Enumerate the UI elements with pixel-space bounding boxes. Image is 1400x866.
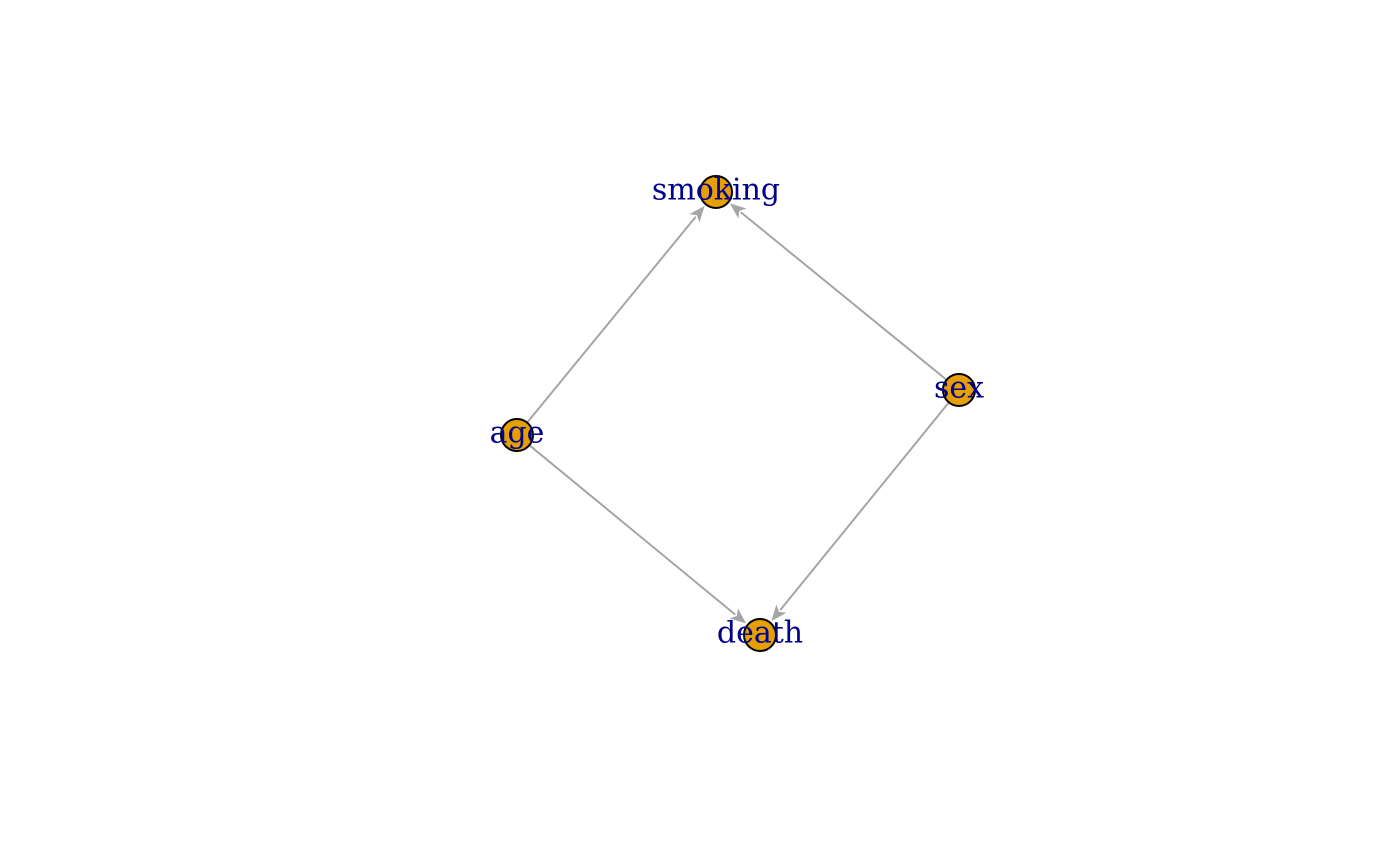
arrowhead-sex-to-death	[771, 604, 787, 622]
edge-sex-to-smoking	[740, 211, 948, 381]
node-sex	[942, 373, 976, 407]
node-smoking	[699, 175, 733, 209]
nodes-layer	[500, 175, 976, 652]
arrowhead-age-to-smoking	[689, 205, 705, 223]
edge-age-to-death	[528, 444, 736, 616]
node-label-smoking: smoking	[652, 173, 780, 208]
node-label-death: death	[717, 616, 803, 651]
arrowhead-sex-to-smoking	[729, 203, 747, 219]
node-label-age: age	[490, 416, 545, 451]
labels-layer: smoking age sex death	[490, 173, 985, 651]
edges-layer	[526, 203, 950, 624]
edge-sex-to-death	[779, 401, 950, 611]
edge-age-to-smoking	[526, 216, 697, 424]
arrowhead-age-to-death	[729, 608, 747, 624]
node-label-sex: sex	[934, 371, 984, 406]
node-age	[500, 418, 534, 452]
node-death	[743, 618, 777, 652]
